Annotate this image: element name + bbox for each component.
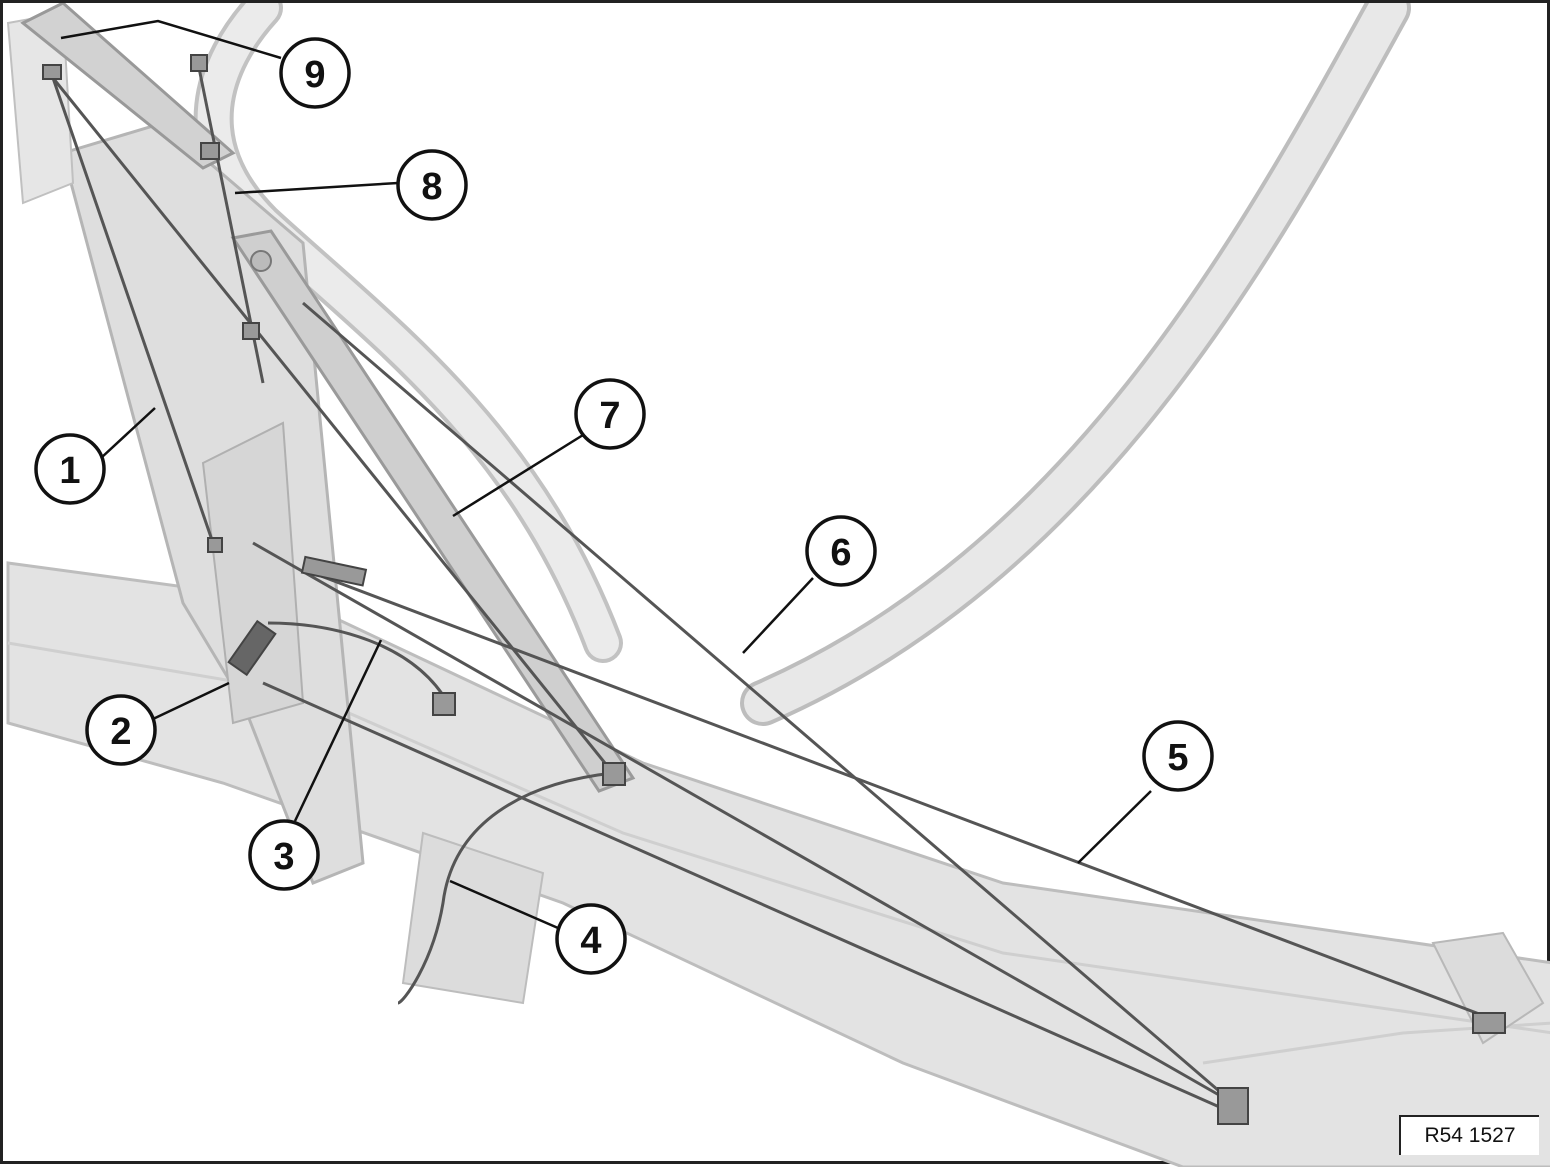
leader-6 (742, 577, 814, 654)
callout-4-label: 4 (580, 920, 601, 962)
cable-main-a (51, 77, 615, 774)
leader-9 (60, 19, 282, 60)
leader-1 (100, 407, 156, 459)
callout-9-label: 9 (304, 54, 325, 96)
leader-7 (452, 433, 584, 518)
callout-3: 3 (248, 819, 320, 891)
cable-3 (267, 621, 450, 704)
callout-8-label: 8 (421, 166, 442, 208)
leader-2 (152, 681, 230, 721)
figure-code-label: R54 1527 (1399, 1115, 1539, 1155)
tension-strut (230, 229, 636, 793)
callout-8: 8 (396, 149, 468, 221)
callout-6: 6 (805, 515, 877, 587)
cable-long-lower (262, 681, 1234, 1115)
callout-2: 2 (85, 694, 157, 766)
roof-bow (740, 3, 1411, 726)
cable-main-b (302, 301, 1234, 1105)
cable-fittings (42, 54, 1506, 1125)
leader-3 (293, 639, 383, 822)
callout-3-label: 3 (273, 836, 294, 878)
callout-4: 4 (555, 903, 627, 975)
callout-5-label: 5 (1167, 737, 1188, 779)
leader-4 (449, 879, 559, 930)
callout-9: 9 (279, 37, 351, 109)
callouts: 1 2 3 4 5 6 7 8 (34, 37, 1214, 975)
leader-lines (60, 19, 1152, 930)
top-bar (20, 3, 236, 170)
cable-4 (397, 771, 614, 1005)
callout-7: 7 (574, 378, 646, 450)
convertible-top-cable-diagram: 1 2 3 4 5 6 7 8 (6, 3, 1550, 1167)
leader-8 (234, 181, 399, 195)
cable-5 (312, 571, 1504, 1025)
callout-2-label: 2 (110, 711, 131, 753)
cables (51, 62, 1504, 1115)
callout-1-label: 1 (59, 450, 80, 492)
leader-5 (1077, 790, 1152, 864)
cable-1 (51, 77, 215, 544)
callout-5: 5 (1142, 720, 1214, 792)
callout-6-label: 6 (830, 532, 851, 574)
callout-7-label: 7 (599, 395, 620, 437)
callout-1: 1 (34, 433, 106, 505)
cable-6 (252, 541, 1234, 1105)
